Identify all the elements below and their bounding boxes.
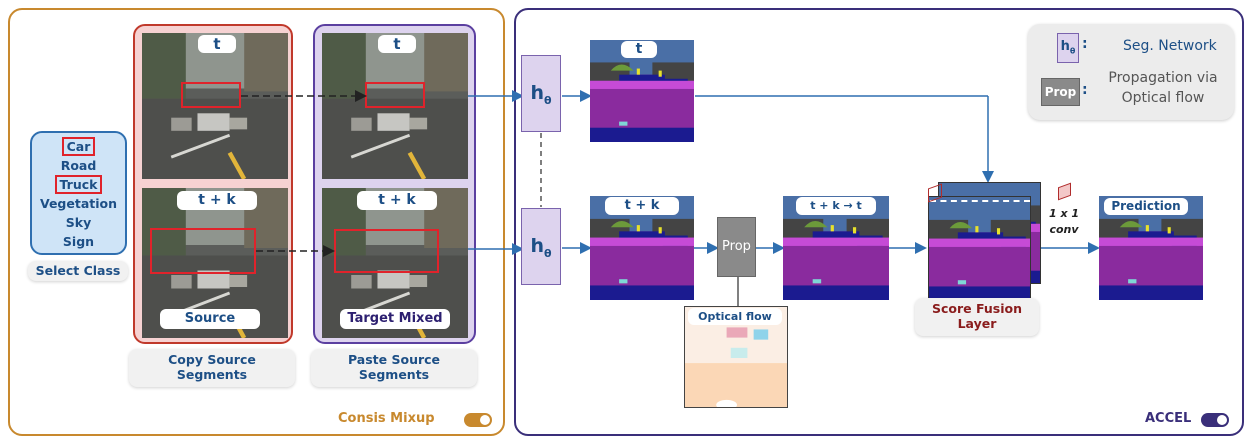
source-label-tk: t + k xyxy=(177,191,257,210)
seg-label-tk: t + k xyxy=(605,197,679,215)
class-list: Car Road Truck Vegetation Sky Sign xyxy=(30,131,127,255)
legend-seg-network-icon: hθ xyxy=(1057,33,1079,63)
prop-box: Prop xyxy=(717,217,756,277)
legend-prop-colon: : xyxy=(1082,82,1088,98)
legend: hθ : Seg. Network Prop : Propagation via… xyxy=(1028,24,1234,120)
target-label-bottom: Target Mixed xyxy=(340,309,450,329)
copy-caption-line-2: Segments xyxy=(176,367,248,382)
class-item-truck: Truck xyxy=(32,175,125,194)
score-fusion-line-2: Layer xyxy=(957,316,997,331)
consis-mixup-panel xyxy=(8,8,505,436)
target-label-tk: t + k xyxy=(357,191,437,210)
seg-label-t: t xyxy=(621,41,657,58)
legend-seg-text: Seg. Network xyxy=(1123,38,1217,54)
prediction-label: Prediction xyxy=(1104,198,1188,215)
score-fusion-dashed-line xyxy=(930,200,1030,202)
source-box-tk xyxy=(150,228,256,274)
legend-prop-text-2: Optical flow xyxy=(1121,90,1205,106)
seg-network-box-tk: hθ xyxy=(521,208,561,285)
select-class-caption: Select Class xyxy=(28,261,128,281)
class-item-sky: Sky xyxy=(65,215,92,230)
class-item-car: Car xyxy=(32,137,125,156)
paste-caption-line-1: Paste Source xyxy=(347,352,441,367)
source-label-bottom: Source xyxy=(160,309,260,329)
accel-toggle[interactable] xyxy=(1201,413,1229,427)
legend-prop-text-1: Propagation via xyxy=(1108,70,1218,86)
h-theta-symbol-tk: hθ xyxy=(530,235,552,260)
consis-mixup-label: Consis Mixup xyxy=(338,411,435,426)
score-fusion-caption: Score Fusion Layer xyxy=(915,298,1039,336)
optical-flow-image xyxy=(684,306,788,408)
accel-panel xyxy=(514,8,1244,436)
target-label-t: t xyxy=(378,35,416,53)
class-item-road: Road xyxy=(60,158,97,173)
accel-label: ACCEL xyxy=(1145,411,1192,426)
legend-prop-icon: Prop xyxy=(1041,78,1080,106)
consis-mixup-toggle[interactable] xyxy=(464,413,492,427)
class-item-sign: Sign xyxy=(62,234,95,249)
copy-caption-line-1: Copy Source xyxy=(168,352,256,367)
h-theta-symbol-t: hθ xyxy=(530,82,552,107)
legend-seg-colon: : xyxy=(1082,36,1088,52)
class-item-vegetation: Vegetation xyxy=(39,196,118,211)
target-box-tk xyxy=(334,229,439,273)
seg-network-box-t: hθ xyxy=(521,55,561,132)
score-fusion-line-1: Score Fusion xyxy=(931,301,1023,316)
source-box-t xyxy=(181,82,241,108)
conv-label-line-2: conv xyxy=(1049,223,1079,236)
conv-label-line-1: 1 x 1 xyxy=(1048,207,1080,220)
score-fusion-front-map xyxy=(928,196,1031,300)
paste-caption-line-2: Segments xyxy=(358,367,430,382)
optical-flow-label: Optical flow xyxy=(688,308,782,325)
paste-source-segments-caption: Paste Source Segments xyxy=(311,349,477,387)
seg-label-tkt: t + k → t xyxy=(796,197,876,215)
legend-h-theta-symbol: hθ xyxy=(1060,39,1076,56)
source-label-t: t xyxy=(198,35,236,53)
copy-source-segments-caption: Copy Source Segments xyxy=(129,349,295,387)
